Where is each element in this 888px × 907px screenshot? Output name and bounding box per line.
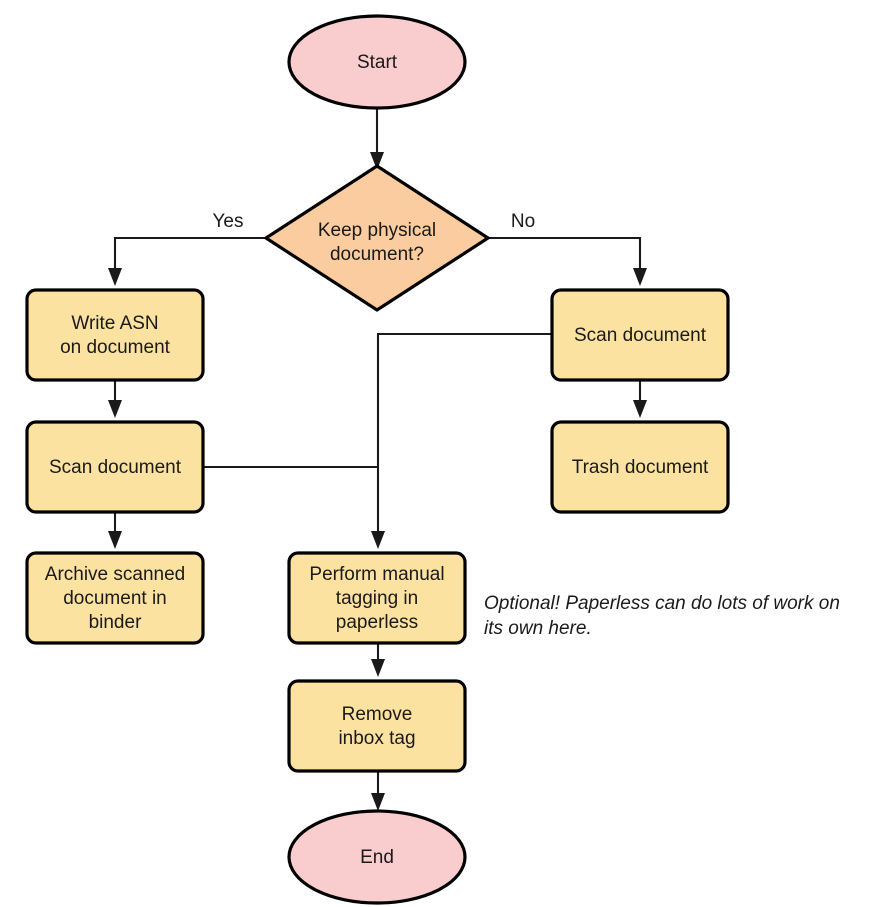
node-archive-binder-label-line3: binder <box>89 612 142 633</box>
arrowhead-icon <box>108 531 122 549</box>
edge-write-asn-to-scan-left <box>108 380 122 418</box>
remove-inbox-tag-rect-shape <box>287 679 467 773</box>
edge-scan-right-to-tagging <box>371 332 552 549</box>
arrowhead-icon <box>370 152 384 170</box>
arrowhead-icon <box>633 400 647 418</box>
node-end[interactable]: End <box>287 809 467 905</box>
node-archive-binder-label-line2: document in <box>63 588 167 609</box>
edge-line-segment <box>488 236 642 272</box>
edge-label-no: No <box>511 211 535 232</box>
node-trash-document-label: Trash document <box>572 457 709 478</box>
node-remove-inbox-tag-label-line2: inbox tag <box>338 728 415 749</box>
start-ellipse-shape <box>287 14 467 110</box>
arrowhead-icon <box>633 268 647 286</box>
edges-layer <box>108 108 647 811</box>
decision-diamond-shape <box>263 164 491 312</box>
edge-decision-to-scan-right <box>488 236 647 286</box>
edge-labels-layer: Yes No <box>213 211 536 232</box>
node-write-asn-label-line2: on document <box>60 337 171 358</box>
edge-line-segment <box>113 236 266 272</box>
node-scan-document-right-label: Scan document <box>574 325 707 346</box>
end-ellipse-shape <box>287 809 467 905</box>
edge-scan-left-to-archive <box>108 512 122 549</box>
annotations-layer: Optional! Paperless can do lots of work … <box>484 593 840 639</box>
scan-document-right-rect-shape <box>550 288 730 382</box>
node-manual-tagging-label-line2: tagging in <box>336 588 418 609</box>
nodes-layer: Start Keep physical document? Write ASN … <box>25 14 730 905</box>
node-keep-physical-label-line2: document? <box>330 244 424 265</box>
node-remove-inbox-tag-label-line1: Remove <box>342 704 413 725</box>
edge-line-segment <box>376 332 552 535</box>
edge-label-yes: Yes <box>213 211 244 232</box>
node-keep-physical-label-line1: Keep physical <box>318 220 436 241</box>
optional-note-line1: Optional! Paperless can do lots of work … <box>484 593 840 614</box>
arrowhead-icon <box>108 268 122 286</box>
edge-tagging-to-remove-inbox <box>371 643 385 677</box>
optional-note-line2: its own here. <box>484 618 592 639</box>
node-manual-tagging[interactable]: Perform manual tagging in paperless <box>287 551 467 645</box>
arrowhead-icon <box>371 659 385 677</box>
edge-start-to-decision <box>370 108 384 170</box>
node-end-label: End <box>360 847 394 868</box>
node-scan-document-left[interactable]: Scan document <box>25 420 205 514</box>
edge-decision-to-write-asn <box>108 236 266 286</box>
scan-document-left-rect-shape <box>25 420 205 514</box>
node-manual-tagging-label-line3: paperless <box>336 612 418 633</box>
node-write-asn[interactable]: Write ASN on document <box>25 288 205 382</box>
arrowhead-icon <box>371 531 385 549</box>
edge-scan-right-to-trash <box>633 380 647 418</box>
node-scan-document-left-label: Scan document <box>49 457 182 478</box>
node-manual-tagging-label-line1: Perform manual <box>309 564 444 585</box>
write-asn-rect-shape <box>25 288 205 382</box>
edge-remove-inbox-to-end <box>371 771 385 811</box>
node-archive-binder[interactable]: Archive scanned document in binder <box>25 551 205 645</box>
archive-binder-rect-shape <box>25 551 205 645</box>
node-write-asn-label-line1: Write ASN <box>71 313 158 334</box>
trash-document-rect-shape <box>550 420 730 514</box>
node-start[interactable]: Start <box>287 14 467 110</box>
arrowhead-icon <box>371 793 385 811</box>
node-start-label: Start <box>357 52 398 73</box>
node-archive-binder-label-line1: Archive scanned <box>45 564 185 585</box>
arrowhead-icon <box>108 400 122 418</box>
manual-tagging-rect-shape <box>287 551 467 645</box>
node-remove-inbox-tag[interactable]: Remove inbox tag <box>287 679 467 773</box>
node-trash-document[interactable]: Trash document <box>550 420 730 514</box>
node-keep-physical-document[interactable]: Keep physical document? <box>263 164 491 312</box>
node-scan-document-right[interactable]: Scan document <box>550 288 730 382</box>
